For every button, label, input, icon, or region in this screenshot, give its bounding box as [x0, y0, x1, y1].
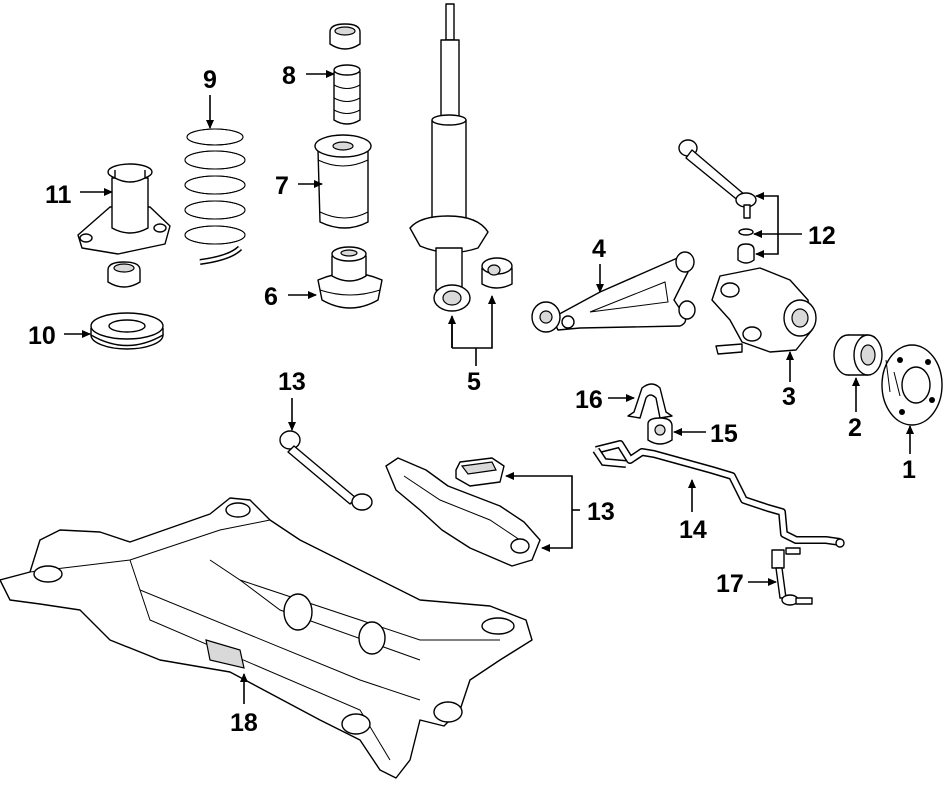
leader-12a: [755, 192, 802, 235]
part-15-stabilizer-bushing: [647, 417, 673, 445]
callout-16: 16: [575, 386, 603, 414]
callout-4: 4: [592, 235, 606, 263]
callout-14: 14: [679, 516, 707, 544]
part-9-coil-spring: [184, 128, 246, 265]
callout-2: 2: [848, 414, 862, 442]
callout-12: 12: [808, 222, 836, 250]
callout-1: 1: [902, 456, 916, 484]
part-6-spring-seat: [317, 246, 383, 309]
part-5-shock-bushing: [481, 257, 513, 289]
callout-8: 8: [282, 62, 296, 90]
leader-lines: [64, 70, 914, 704]
leader-13c: [541, 510, 573, 552]
leader-13b: [505, 472, 573, 510]
callout-5: 5: [467, 368, 481, 396]
callout-13-link: 13: [278, 368, 306, 396]
part-8-bump-stop: [329, 23, 361, 125]
part-16-stabilizer-bracket: [627, 383, 673, 419]
part-12-upper-link: [678, 139, 757, 264]
part-11-spring-mount: [77, 163, 171, 288]
part-2-wheel-bearing: [833, 334, 883, 376]
callout-15: 15: [710, 420, 738, 448]
part-18-subframe: [0, 497, 533, 779]
callout-3: 3: [782, 383, 796, 411]
part-3-knuckle: [711, 267, 817, 355]
leader-5c: [476, 295, 496, 349]
callout-11: 11: [45, 181, 72, 209]
callout-7: 7: [275, 172, 289, 200]
part-1-wheel-hub: [881, 344, 943, 426]
callout-10: 10: [28, 322, 56, 350]
callout-17: 17: [716, 570, 744, 598]
part-7-dust-boot: [314, 134, 372, 229]
callout-9: 9: [203, 66, 217, 94]
part-17-stabilizer-link: [771, 547, 813, 606]
callout-18: 18: [230, 709, 258, 737]
part-14-stabilizer-bar: [592, 440, 845, 548]
part-13-lower-arm: [385, 457, 541, 567]
part-5-shock-absorber: [409, 3, 489, 312]
callout-6: 6: [264, 283, 278, 311]
callout-13-arm: 13: [587, 498, 615, 526]
part-13-lateral-link: [279, 430, 373, 511]
leader-12c: [755, 234, 779, 258]
leader-5a: [451, 318, 476, 349]
part-10-spring-insulator: [90, 312, 164, 350]
part-4-upper-arm: [531, 251, 696, 333]
callout-labels: 11 10 9 8 7 6 5 4 12 3 2 1 16 15 13 13 1…: [28, 62, 916, 737]
